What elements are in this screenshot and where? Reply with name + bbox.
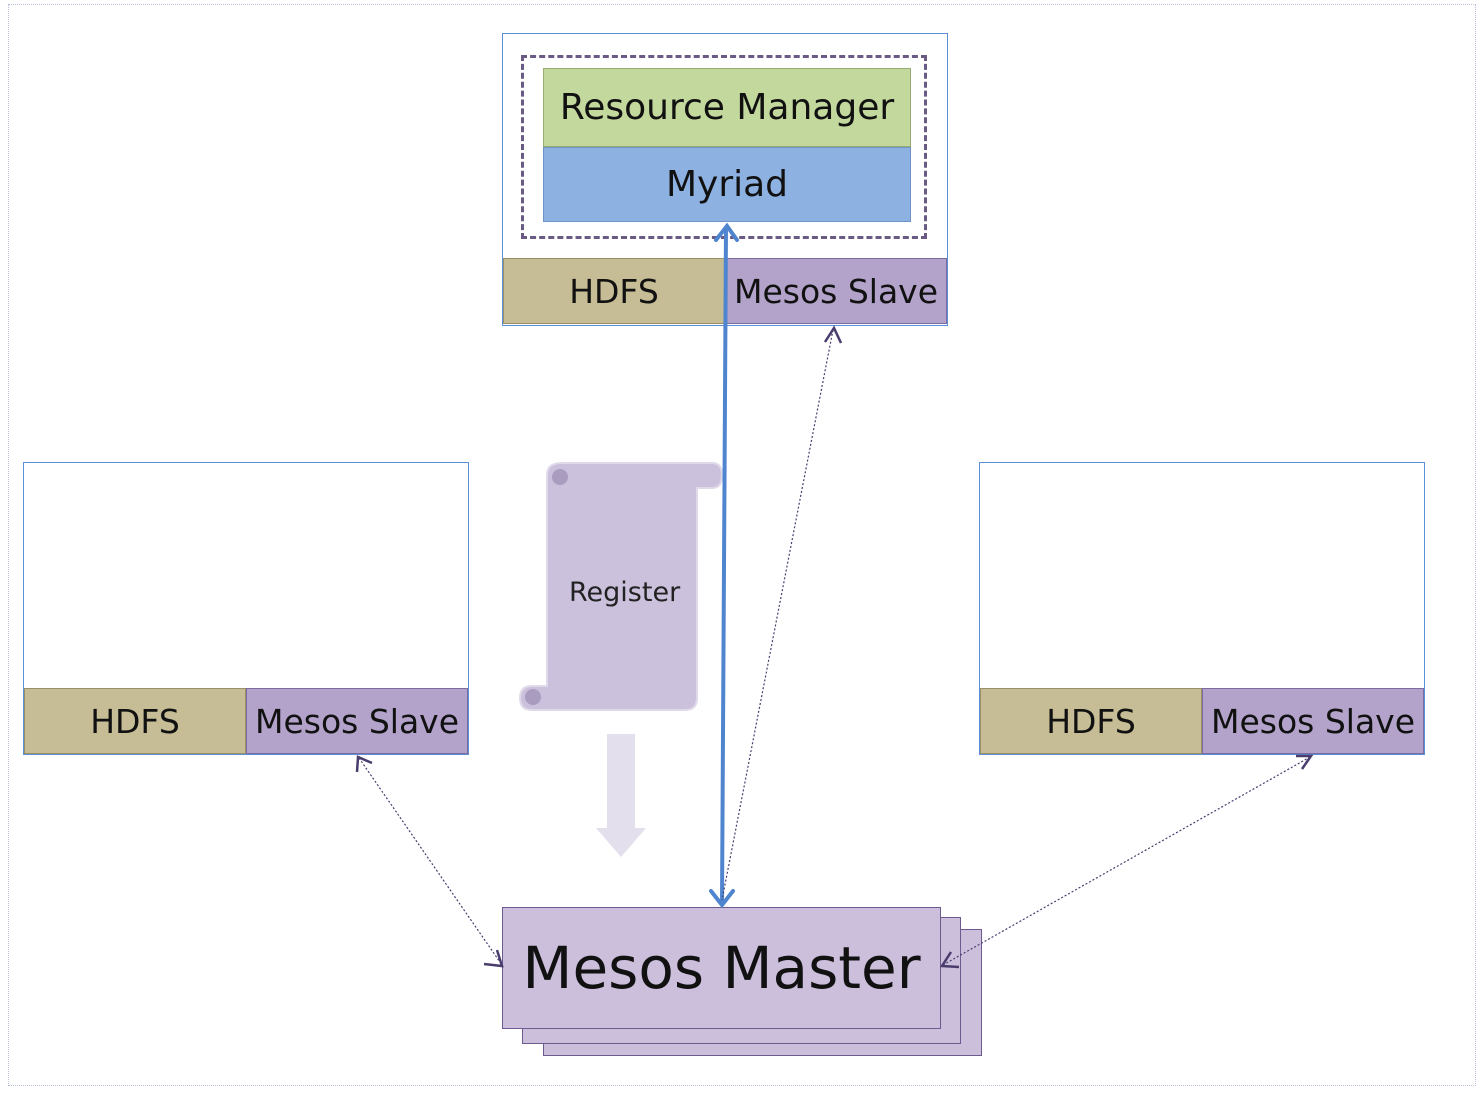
resource-manager-label: Resource Manager: [559, 87, 895, 128]
mesos-master-box: Mesos Master: [502, 907, 941, 1029]
right-slave-link: [942, 756, 1311, 966]
mesos-master-label: Mesos Master: [522, 934, 921, 1002]
register-down-arrow: [596, 734, 646, 857]
left-hdfs-box: HDFS: [24, 688, 246, 754]
left-hdfs-label: HDFS: [90, 701, 180, 741]
top-hdfs-label: HDFS: [569, 271, 659, 311]
left-mesos-slave-box: Mesos Slave: [246, 688, 468, 754]
register-label: Register: [569, 577, 681, 608]
registration-link: [720, 227, 728, 904]
myriad-label: Myriad: [665, 164, 789, 205]
myriad-box: Myriad: [543, 147, 911, 222]
resource-manager-box: Resource Manager: [543, 68, 911, 147]
top-hdfs-box: HDFS: [503, 258, 725, 324]
right-mesos-slave-box: Mesos Slave: [1202, 688, 1424, 754]
right-hdfs-label: HDFS: [1046, 701, 1136, 741]
top-slave-link: [721, 329, 834, 901]
slide-frame: [8, 4, 1476, 1086]
right-hdfs-box: HDFS: [980, 688, 1202, 754]
top-mesos-slave-label: Mesos Slave: [733, 271, 938, 311]
top-mesos-slave-box: Mesos Slave: [725, 258, 947, 324]
right-mesos-slave-label: Mesos Slave: [1210, 701, 1415, 741]
left-slave-link: [358, 757, 503, 966]
left-mesos-slave-label: Mesos Slave: [254, 701, 459, 741]
